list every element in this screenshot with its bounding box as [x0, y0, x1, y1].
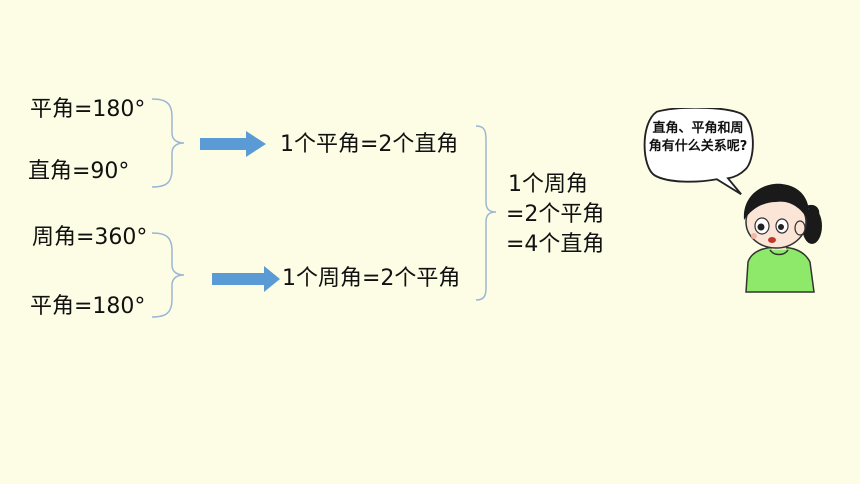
bottom-brace: [151, 232, 185, 318]
bottom-equation-2: 平角=180°: [30, 294, 146, 319]
bottom-result: 1个周角=2个平角: [282, 266, 461, 291]
speech-bubble: [643, 108, 754, 196]
top-result: 1个平角=2个直角: [280, 132, 459, 157]
speech-bubble-text: 直角、平角和周角有什么关系呢?: [648, 121, 748, 154]
top-equation-1: 平角=180°: [30, 97, 146, 122]
top-arrow: [200, 131, 266, 157]
top-equation-2: 直角=90°: [28, 159, 130, 184]
top-brace: [151, 98, 185, 188]
girl-character-illustration: [743, 183, 822, 293]
main-brace: [475, 125, 497, 301]
bottom-arrow: [212, 266, 280, 292]
conclusion-line-1: 1个周角: [508, 172, 588, 197]
conclusion-line-3: =4个直角: [506, 232, 605, 257]
bottom-equation-1: 周角=360°: [32, 225, 148, 250]
conclusion-line-2: =2个平角: [506, 202, 605, 227]
